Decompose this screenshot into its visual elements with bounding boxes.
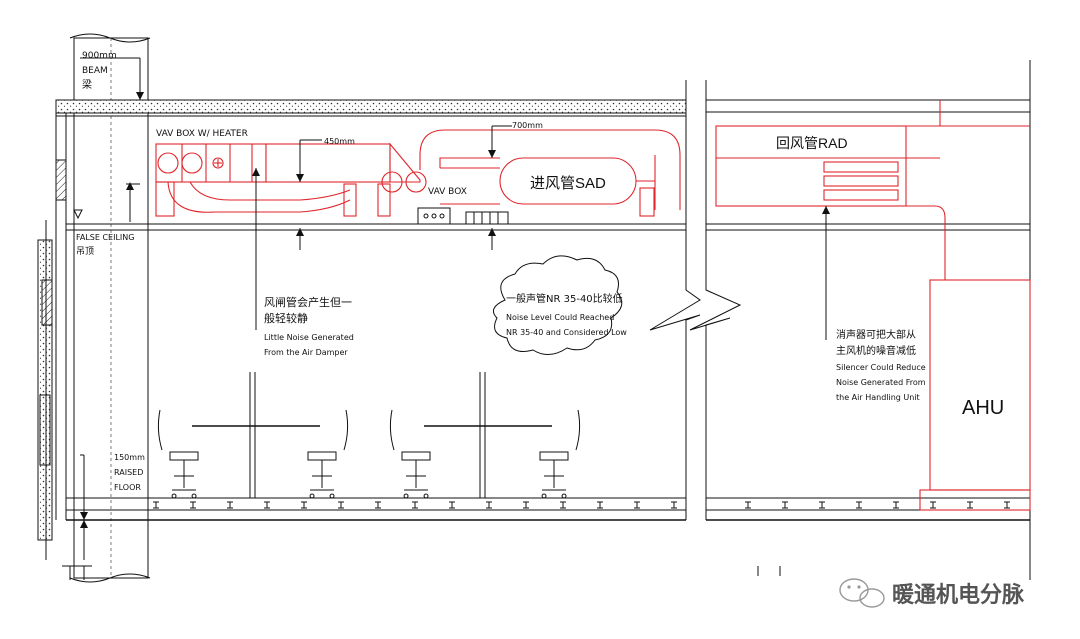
wechat-icon: [839, 578, 885, 608]
damper-note-en-2: From the Air Damper: [264, 348, 348, 357]
dim-450-label: 450mm: [324, 137, 355, 146]
rad-label: 回风管RAD: [776, 135, 848, 151]
floor-pedestal: [486, 501, 492, 509]
false-ceiling: [66, 209, 1030, 231]
cloud-note-cn: 一般声管NR 35-40比较低: [506, 292, 623, 305]
vav-heater-label: VAV BOX W/ HEATER: [156, 129, 248, 139]
raised-dim-label: 150mm: [114, 453, 145, 462]
floor-pedestal: [449, 501, 455, 509]
floor-pedestal: [745, 501, 751, 509]
chair: [539, 409, 581, 499]
ductwork: [155, 100, 1031, 511]
chair: [307, 409, 349, 499]
floor-pedestal: [967, 501, 973, 509]
floor-pedestal: [338, 501, 344, 509]
cloud-note-en-1: Noise Level Could Reached: [506, 313, 614, 322]
vav-box-label: VAV BOX: [428, 187, 467, 197]
chair: [389, 409, 431, 499]
beam-dim-label: 900mm: [82, 51, 117, 61]
left-wall: [37, 110, 67, 560]
floor-pedestal: [930, 501, 936, 509]
false-ceiling-label: FALSE CEILING: [76, 233, 134, 242]
raised-floor: [66, 497, 1030, 521]
slab-right: [706, 99, 1030, 113]
beam-label: BEAM: [82, 66, 108, 76]
silencer-note-cn-1: 消声器可把大部从: [836, 328, 916, 341]
concrete-slab: [55, 99, 687, 117]
note-cloud: [492, 255, 623, 355]
floor-pedestal: [1004, 501, 1010, 509]
damper-note-en-1: Little Noise Generated: [264, 333, 354, 342]
floor-pedestal: [375, 501, 381, 509]
floor-pedestal: [227, 501, 233, 509]
sad-label: 进风管SAD: [530, 175, 606, 192]
return-air-duct: [715, 125, 907, 207]
floor-pedestal: [819, 501, 825, 509]
cloud-note-en-2: NR 35-40 and Considered Low: [506, 328, 627, 337]
silencer-note-cn-2: 主风机的噪音减低: [836, 344, 916, 357]
floor-pedestal: [264, 501, 270, 509]
false-ceiling-cn-label: 吊顶: [76, 246, 94, 257]
watermark: 暖通机电分脉: [839, 578, 1025, 608]
labels: 900mm BEAM 梁 VAV BOX W/ HEATER 450mm 700…: [76, 51, 1004, 492]
vav-box-heater: [155, 143, 267, 183]
floor-pedestal: [634, 501, 640, 509]
dim-700-label: 700mm: [512, 121, 543, 130]
floor-pedestal: [301, 501, 307, 509]
floor-pedestal: [523, 501, 529, 509]
damper-note-cn-1: 风闸管会产生但一: [264, 295, 352, 309]
damper-note-cn-2: 般轻较静: [264, 311, 308, 325]
column: [69, 33, 151, 583]
floor-pedestal: [782, 501, 788, 509]
silencer-note-en-2: Noise Generated From: [836, 378, 926, 387]
floor-pedestal: [153, 501, 159, 509]
silencer-note-en-3: the Air Handling Unit: [836, 393, 920, 402]
watermark-text: 暖通机电分脉: [892, 582, 1025, 607]
ahu-unit: [929, 279, 1031, 491]
floor-pedestal: [560, 501, 566, 509]
raised-label: RAISED: [114, 468, 143, 477]
floor-pedestal: [893, 501, 899, 509]
floor-pedestal: [190, 501, 196, 509]
floor-pedestal: [856, 501, 862, 509]
beam-cn-label: 梁: [82, 78, 92, 91]
silencer-note-en-1: Silencer Could Reduce: [836, 363, 926, 372]
floor-pedestal: [412, 501, 418, 509]
floor-pedestals: [153, 501, 1010, 509]
chair: [157, 409, 199, 499]
ahu-label: AHU: [962, 397, 1004, 419]
dimensions: [62, 57, 830, 580]
floor-pedestal: [597, 501, 603, 509]
furniture: [157, 372, 581, 499]
floor-label: FLOOR: [114, 483, 141, 492]
floor-pedestal: [671, 501, 677, 509]
